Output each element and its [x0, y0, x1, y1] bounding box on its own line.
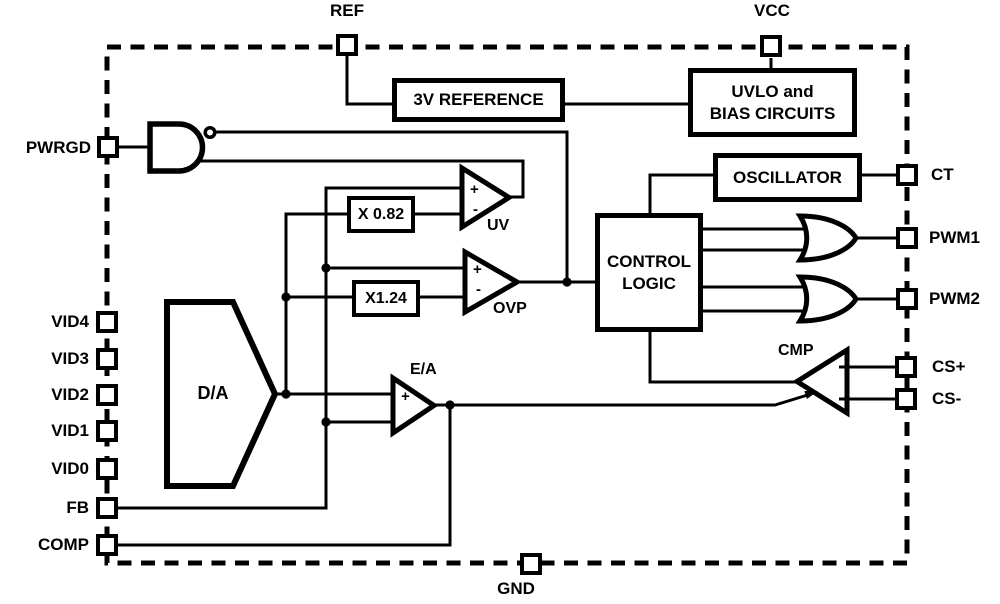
junction-dot	[562, 277, 572, 287]
pin-pwm1	[896, 227, 918, 249]
pin-label-fb: FB	[66, 498, 89, 517]
pin-cs-minus	[895, 388, 917, 410]
wire-dac-x082	[284, 212, 347, 394]
inverter-bubble-icon	[203, 125, 217, 140]
error-amp-triangle	[390, 373, 439, 438]
ovp-label: OVP	[493, 300, 527, 317]
wire-cmp-control	[648, 332, 798, 384]
block-3v-reference: 3V REFERENCE	[392, 78, 565, 122]
junction-dots	[281, 263, 572, 427]
junction-dot	[321, 263, 331, 273]
ea-label: E/A	[410, 361, 437, 378]
powergood-and-gate	[147, 121, 206, 174]
wires	[118, 56, 897, 547]
block-control-line1: CONTROL	[606, 251, 692, 271]
dac-label: D/A	[197, 383, 229, 403]
pin-pwm2	[896, 288, 918, 310]
arrowhead-icon	[804, 391, 818, 399]
block-uvlo-line1: UVLO and	[731, 81, 814, 101]
wire-gate-uv	[200, 159, 525, 199]
block-oscillator-label: OSCILLATOR	[733, 167, 842, 187]
pin-label-pwm1: PWM1	[929, 228, 980, 247]
block-gain-x124-label: X1.24	[365, 289, 407, 307]
wire-control-osc	[648, 173, 713, 214]
ovp-plus-sign: +	[473, 261, 482, 278]
block-3v-reference-label: 3V REFERENCE	[413, 90, 544, 109]
block-uvlo-bias: UVLO and BIAS CIRCUITS	[688, 68, 857, 137]
pin-label-vid3: VID3	[51, 349, 89, 368]
wire-comp	[118, 405, 452, 547]
pin-label-pwrgd: PWRGD	[25, 138, 91, 157]
block-uvlo-line2: BIAS CIRCUITS	[709, 103, 836, 123]
junction-dot	[281, 292, 291, 302]
wire-fb-uv	[118, 186, 463, 510]
pin-label-vcc: VCC	[754, 1, 790, 20]
junction-dot	[321, 417, 331, 427]
cmp-label: CMP	[778, 342, 814, 359]
pin-label-vid0: VID0	[51, 459, 89, 478]
pin-label-comp: COMP	[38, 535, 89, 554]
pin-pwrgd	[97, 136, 119, 158]
junction-dot	[281, 389, 291, 399]
pin-cs-plus	[895, 356, 917, 378]
block-oscillator: OSCILLATOR	[713, 153, 862, 202]
pin-label-vid1: VID1	[51, 421, 89, 440]
ovp-minus-sign: -	[476, 281, 481, 298]
pin-comp	[96, 534, 118, 556]
uv-plus-sign: +	[470, 181, 479, 198]
block-control-line2: LOGIC	[622, 273, 676, 293]
ovp-comparator-triangle	[462, 247, 523, 317]
pin-label-cs-minus: CS-	[932, 389, 962, 408]
cmp-comparator-triangle	[792, 345, 850, 418]
uv-comparator-triangle	[459, 163, 514, 232]
block-gain-x124: X1.24	[352, 280, 420, 317]
or-gate-pwm1	[795, 213, 859, 263]
block-gain-x082: X 0.82	[347, 196, 415, 233]
pin-gnd	[520, 553, 542, 575]
pin-label-vid2: VID2	[51, 385, 89, 404]
pin-label-ref: REF	[330, 1, 364, 20]
pin-vid3	[96, 348, 118, 370]
pin-label-pwm2: PWM2	[929, 289, 980, 308]
wire-ea-cmp	[433, 394, 807, 407]
pin-vid1	[96, 420, 118, 442]
pin-ct	[896, 164, 918, 186]
pin-vcc	[760, 35, 782, 57]
block-gain-x082-label: X 0.82	[357, 205, 405, 223]
wire-ref	[345, 56, 392, 106]
pin-ref	[336, 34, 358, 56]
cs-input-stubs	[839, 365, 895, 401]
or-gate-pwm2	[795, 274, 859, 324]
wire-gate-ovp	[215, 130, 569, 282]
block-control-logic: CONTROL LOGIC	[595, 213, 703, 332]
pin-fb	[96, 497, 118, 519]
pin-vid0	[96, 458, 118, 480]
ea-plus-sign: +	[401, 388, 410, 405]
uv-label: UV	[487, 217, 510, 234]
junction-dot	[445, 400, 455, 410]
pin-label-ct: CT	[931, 165, 954, 184]
dac-shape	[164, 299, 279, 489]
pin-label-vid4: VID4	[51, 312, 89, 331]
pin-vid4	[96, 311, 118, 333]
pin-vid2	[96, 384, 118, 406]
pin-label-cs-plus: CS+	[932, 357, 966, 376]
pin-label-gnd: GND	[497, 579, 535, 598]
uv-minus-sign: -	[473, 201, 478, 218]
